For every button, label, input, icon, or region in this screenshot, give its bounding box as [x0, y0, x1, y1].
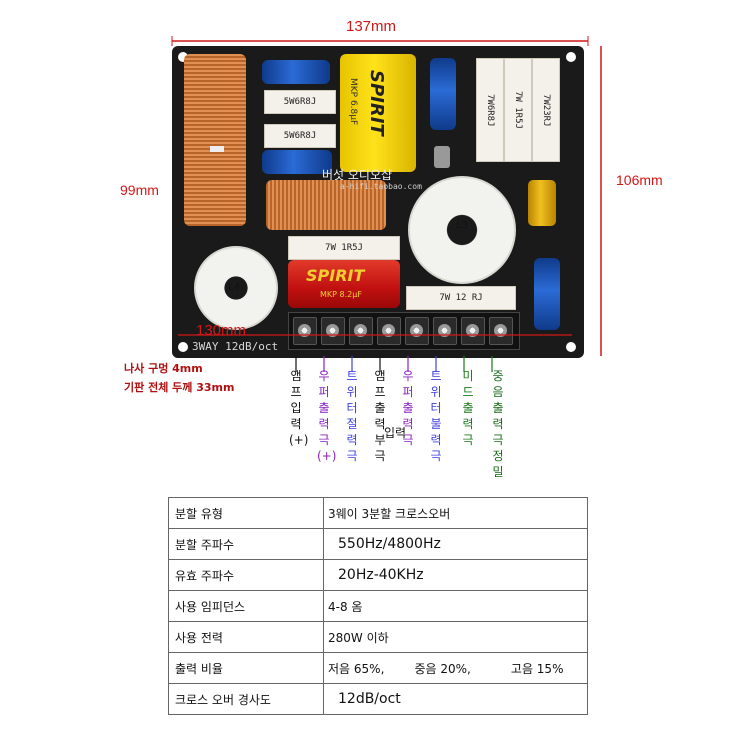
capacitor-value: MKP 8.2μF [320, 290, 362, 299]
table-row: 유효 주파수 20Hz-40KHz [168, 559, 588, 591]
screw-terminal [405, 317, 429, 345]
resistor: 5W6R8J [264, 124, 336, 148]
terminal-label-woofer-pos: 우퍼 출력극(+) [317, 369, 337, 463]
overlap-input-label: 입력 [384, 426, 407, 440]
crossover-board-photo: 5W6R8J 5W6R8J SPIRIT MKP 6.8μF 7W6R8J 7W… [172, 46, 584, 358]
screw-hole [178, 342, 188, 352]
capacitor-value: MKP 6.8μF [348, 78, 358, 126]
spec-key: 분할 주파수 [168, 528, 324, 560]
electrolytic-capacitor [262, 150, 332, 174]
screw-terminal [433, 317, 457, 345]
table-row: 출력 비율 저음 65%, 중음 20%, 고음 15% [168, 652, 588, 684]
resistor: 7W 1R5J [288, 236, 400, 260]
screw-hole-note: 나사 구멍 4mm [124, 362, 203, 375]
ratio-low: 저음 65%, [328, 661, 385, 676]
top-width-line [171, 36, 589, 46]
table-row: 사용 임피던스 4-8 옴 [168, 590, 588, 622]
left-height-label: 99mm [120, 182, 159, 198]
cable-tie [210, 146, 224, 152]
capacitor-brand: SPIRIT [366, 70, 387, 136]
screw-terminal [489, 317, 513, 345]
resistor: 7W 1R5J [504, 58, 532, 162]
terminal-label-mid: 미드 출력극 [462, 369, 474, 447]
right-height-line [600, 46, 602, 356]
spec-table: 분할 유형 3웨이 3분할 크로스오버 분할 주파수 550Hz/4800Hz … [168, 497, 588, 715]
spec-value: 20Hz-40KHz [323, 559, 588, 591]
thickness-note: 기판 전체 두께 33mm [124, 381, 235, 394]
spec-key: 크로스 오버 경사도 [168, 683, 324, 715]
terminal-label-amp-out-neg: 앰프 출력 부극 [374, 369, 386, 463]
toroid-inductor-l4 [194, 246, 278, 330]
terminal-label-mid-out: 중음 출력극 정밀 [492, 369, 504, 479]
resistor: 5W6R8J [264, 90, 336, 114]
resistor-label: 7W23RJ [541, 93, 551, 127]
air-core-inductor [266, 180, 386, 230]
electrolytic-capacitor [528, 180, 556, 226]
table-row: 분할 주파수 550Hz/4800Hz [168, 528, 588, 560]
board-silkscreen: 3WAY 12dB/oct [192, 340, 279, 353]
screw-hole [566, 52, 576, 62]
terminal-arrows [295, 356, 493, 372]
terminal-label-woofer: 우퍼 출력극 [402, 369, 414, 447]
electrolytic-capacitor [430, 58, 456, 130]
right-height-label: 106mm [616, 172, 663, 188]
screw-hole [566, 342, 576, 352]
inner-width-line [178, 334, 572, 336]
fuse-holder [434, 146, 450, 168]
capacitor-brand: SPIRIT [306, 266, 365, 285]
ratio-high: 고음 15% [510, 661, 564, 676]
screw-terminal [349, 317, 373, 345]
screw-terminal [293, 317, 317, 345]
resistor: 7W6R8J [476, 58, 504, 162]
table-row: 분할 유형 3웨이 3분할 크로스오버 [168, 497, 588, 529]
spec-key: 출력 비율 [168, 652, 324, 684]
watermark: 버섯 오디오샵 [322, 168, 393, 182]
screw-hole [178, 52, 188, 62]
spec-key: 유효 주파수 [168, 559, 324, 591]
terminal-label-amp-in-pos: 앰프 입력(+) [289, 369, 309, 447]
spec-value: 3웨이 3분할 크로스오버 [323, 497, 588, 529]
resistor-label: 7W6R8J [485, 93, 495, 127]
resistor-label: 5W6R8J [283, 131, 317, 141]
screw-terminal [461, 317, 485, 345]
spirit-film-capacitor: SPIRIT MKP 8.2μF [288, 260, 400, 308]
screw-terminal [321, 317, 345, 345]
spec-value: 12dB/oct [323, 683, 588, 715]
resistor-label: 7W 1R5J [325, 243, 363, 253]
terminal-label-tweeter-2: 트위터 불력극 [430, 369, 442, 463]
inductor-label: L4 [228, 282, 241, 293]
spirit-film-capacitor: SPIRIT MKP 6.8μF [340, 54, 416, 172]
ratio-mid: 중음 20%, [414, 661, 471, 676]
spec-value: 280W 이하 [323, 621, 588, 653]
toroid-inductor-l3 [408, 176, 516, 284]
spec-key: 분할 유형 [168, 497, 324, 529]
air-core-inductor [184, 54, 246, 226]
spec-value: 4-8 옴 [323, 590, 588, 622]
resistor: 7W 12 RJ [406, 286, 516, 310]
inductor-label: L3 [456, 220, 469, 231]
table-row: 사용 전력 280W 이하 [168, 621, 588, 653]
spec-key: 사용 전력 [168, 621, 324, 653]
inner-width-label: 130mm [196, 322, 247, 339]
spec-key: 사용 임피던스 [168, 590, 324, 622]
terminal-block [288, 312, 520, 350]
screw-terminal [377, 317, 401, 345]
terminal-label-tweeter: 트위터 절력극 [346, 369, 358, 463]
table-row: 크로스 오버 경사도 12dB/oct [168, 683, 588, 715]
electrolytic-capacitor [262, 60, 330, 84]
watermark-url: a-hifi.taobao.com [340, 182, 422, 191]
spec-value: 550Hz/4800Hz [323, 528, 588, 560]
top-width-label: 137mm [346, 18, 397, 35]
resistor: 7W23RJ [532, 58, 560, 162]
resistor-label: 5W6R8J [283, 97, 317, 107]
resistor-label: 7W 12 RJ [439, 293, 483, 303]
resistor-label: 7W 1R5J [513, 91, 523, 129]
electrolytic-capacitor [534, 258, 560, 330]
output-ratio-cell: 저음 65%, 중음 20%, 고음 15% [323, 652, 588, 684]
